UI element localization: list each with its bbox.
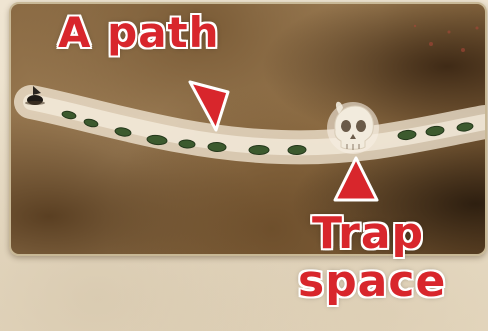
path-pointer-icon xyxy=(186,78,232,134)
trap-space-label: Trap space xyxy=(298,212,438,304)
path-space xyxy=(288,145,306,155)
path-space xyxy=(249,146,269,155)
trap-label-line2: space xyxy=(298,260,438,304)
path-space xyxy=(208,142,226,152)
trap-label-line1: Trap xyxy=(298,212,438,256)
map-speckles xyxy=(414,25,479,52)
path-label: A path xyxy=(58,12,220,54)
trap-pointer-icon xyxy=(331,154,381,204)
skull-icon xyxy=(327,102,379,154)
